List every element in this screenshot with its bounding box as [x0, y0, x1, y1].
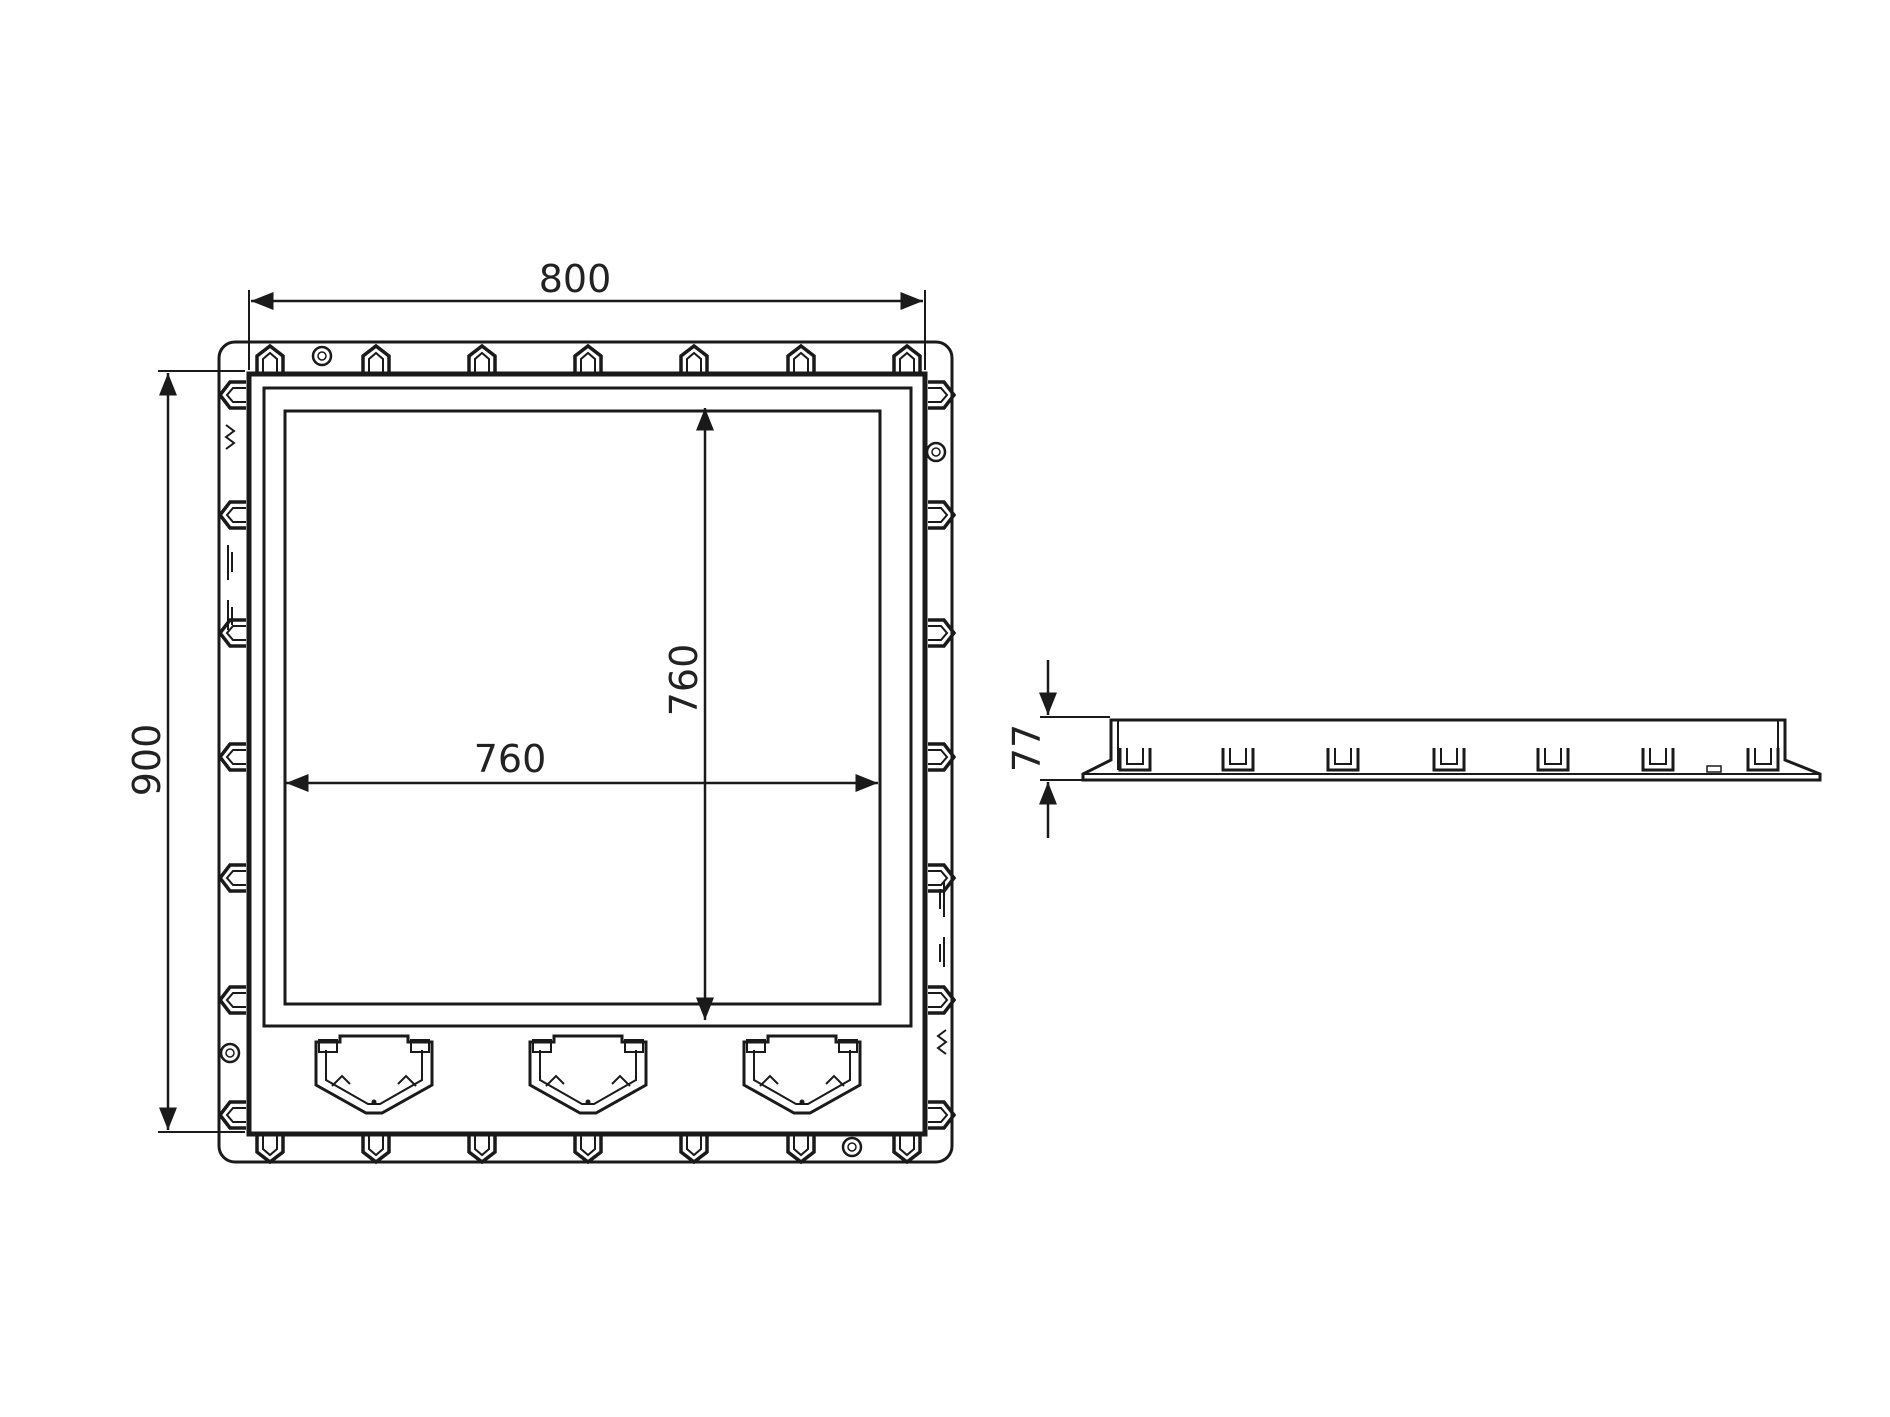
hinge-pockets — [314, 1034, 862, 1115]
top-view: 760 760 — [217, 340, 957, 1165]
lug — [928, 380, 957, 410]
side-leg — [1326, 748, 1360, 772]
hinge-pocket — [742, 1034, 862, 1115]
side-flange — [1081, 718, 1822, 782]
bolt-hole — [219, 1042, 241, 1064]
lug — [361, 343, 391, 372]
outer-height-label: 900 — [125, 724, 169, 797]
bolt-hole — [225, 1048, 235, 1058]
lug — [217, 742, 246, 772]
frame-body — [246, 371, 928, 1137]
side-leg — [1746, 748, 1780, 772]
lug — [255, 1136, 285, 1165]
lug — [928, 618, 957, 648]
inner-height-label: 760 — [662, 644, 706, 717]
lug — [217, 985, 246, 1015]
lug — [679, 1136, 709, 1165]
side-leg — [1641, 748, 1675, 772]
side-legs — [1118, 748, 1780, 772]
lugs-bottom — [255, 1136, 922, 1165]
lug — [892, 1136, 922, 1165]
lug — [255, 343, 285, 372]
lug — [217, 618, 246, 648]
lug — [217, 500, 246, 530]
side-height-label: 77 — [1005, 724, 1049, 772]
side-leg — [1118, 748, 1152, 772]
lug — [928, 863, 957, 893]
embossed-marks — [224, 424, 948, 1055]
outer-width-dimension: 800 — [248, 257, 926, 370]
lug — [786, 343, 816, 372]
lug — [217, 863, 246, 893]
lug — [573, 343, 603, 372]
bolt-holes — [219, 345, 947, 1158]
bolt-hole — [925, 441, 947, 463]
lug — [928, 742, 957, 772]
bolt-hole — [847, 1142, 857, 1152]
lug — [217, 380, 246, 410]
lug — [928, 1100, 957, 1130]
lug — [786, 1136, 816, 1165]
inner-width-label: 760 — [474, 737, 547, 781]
opening-inner — [283, 409, 882, 1006]
side-view: 77 — [1005, 660, 1822, 838]
lugs-top — [255, 343, 922, 372]
bolt-hole — [317, 351, 327, 361]
lug — [467, 343, 497, 372]
lug — [928, 985, 957, 1015]
lug — [467, 1136, 497, 1165]
hinge-pocket — [314, 1034, 434, 1115]
lug — [679, 343, 709, 372]
lug — [928, 500, 957, 530]
bolt-hole — [841, 1136, 863, 1158]
side-leg — [1536, 748, 1570, 772]
hinge-pocket — [528, 1034, 648, 1115]
bolt-hole — [311, 345, 333, 367]
lug — [361, 1136, 391, 1165]
lug — [892, 343, 922, 372]
lug — [573, 1136, 603, 1165]
side-leg — [1432, 748, 1466, 772]
bolt-hole — [931, 447, 941, 457]
outer-height-dimension: 900 — [125, 370, 245, 1133]
side-notch — [1706, 765, 1722, 773]
opening-outer — [262, 386, 913, 1028]
outer-width-label: 800 — [539, 257, 612, 301]
lug — [217, 1100, 246, 1130]
side-leg — [1221, 748, 1255, 772]
lugs-left — [217, 380, 246, 1130]
lugs-right — [928, 380, 957, 1130]
